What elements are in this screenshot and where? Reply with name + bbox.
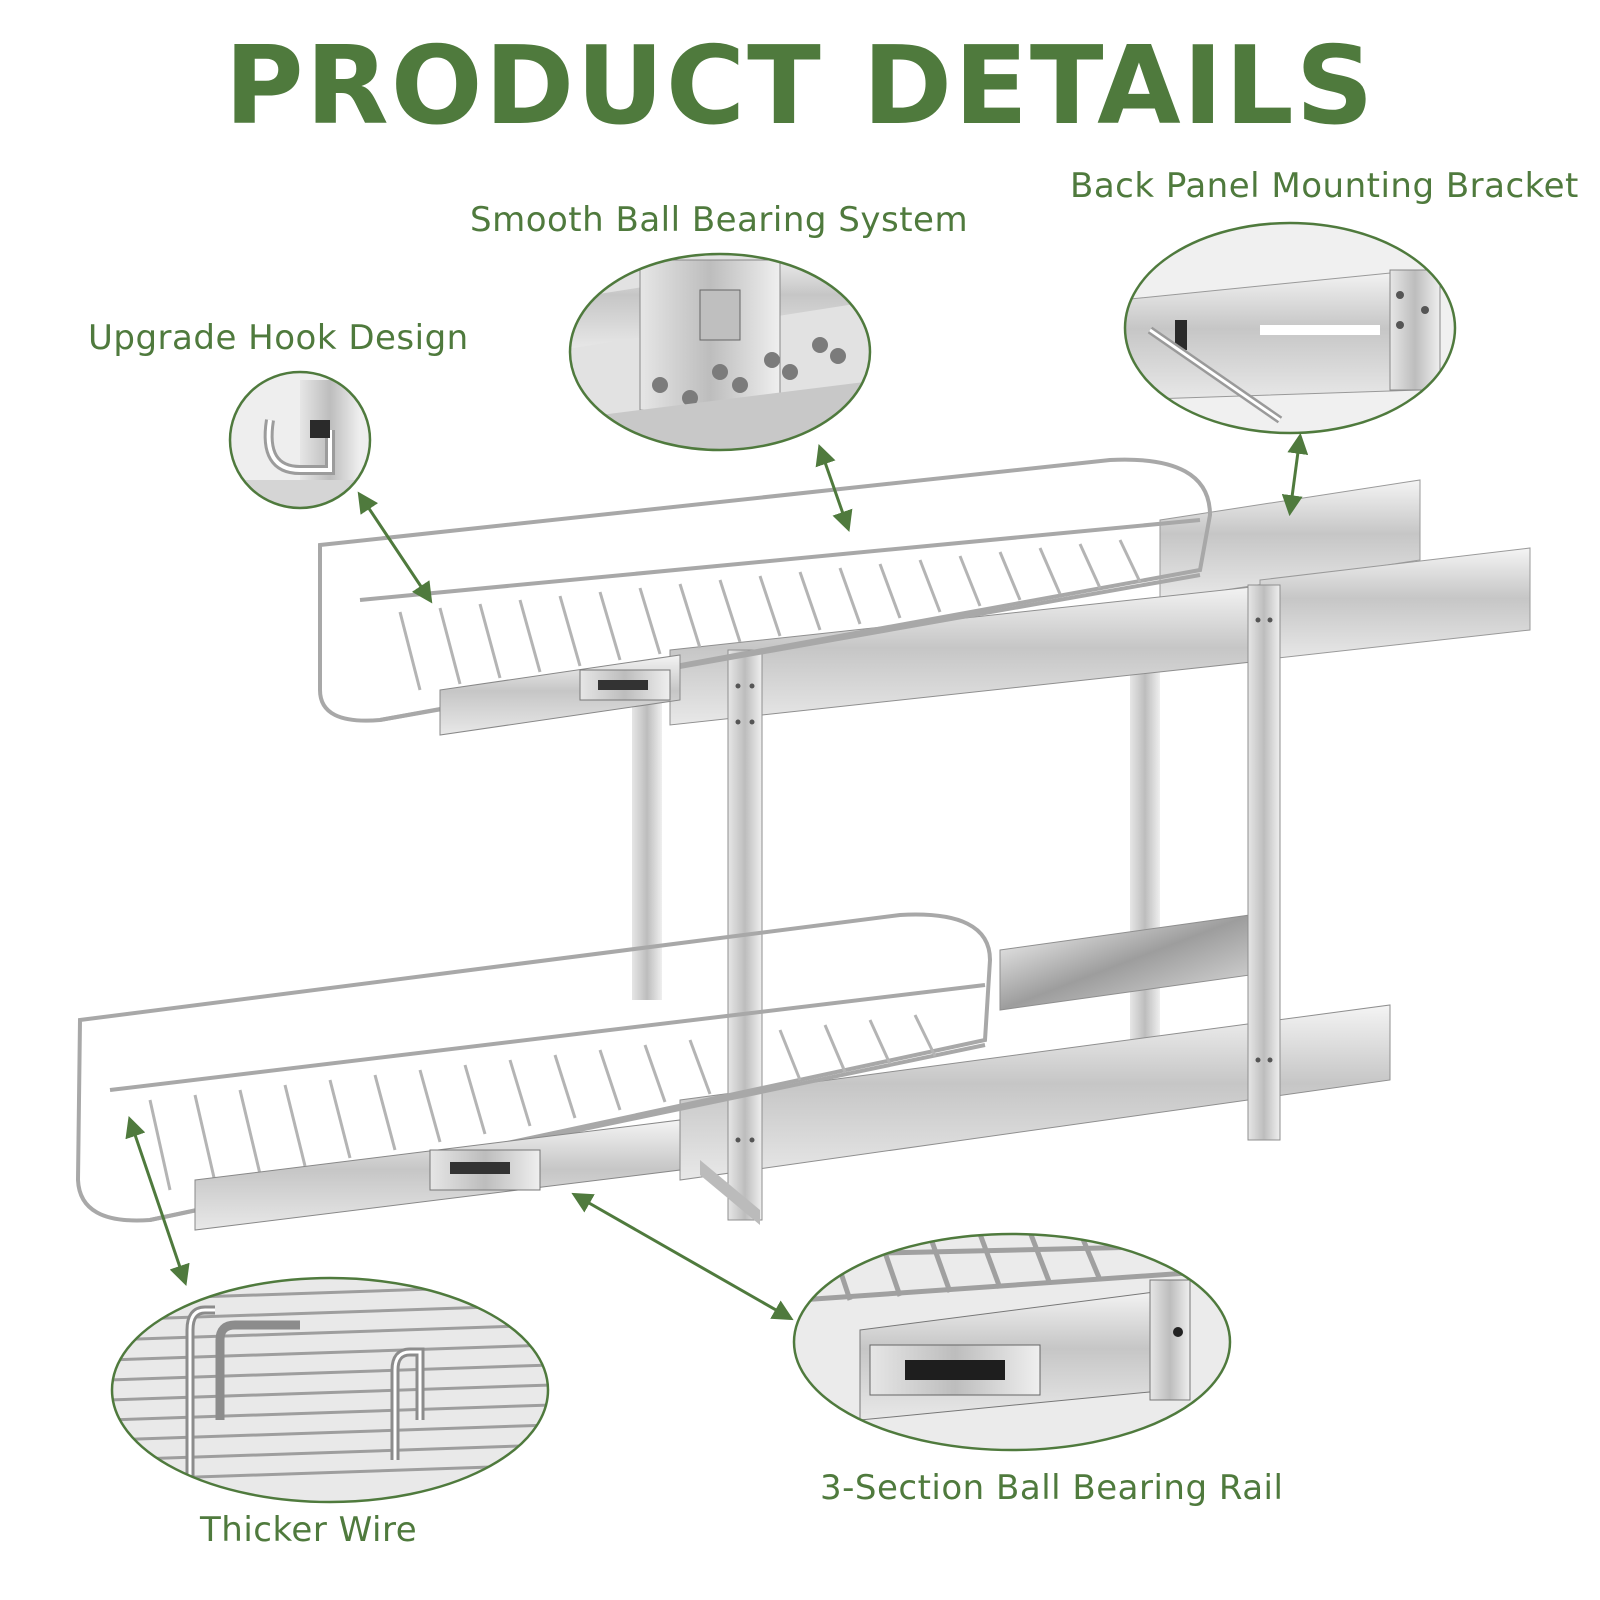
callout-label-back-panel: Back Panel Mounting Bracket: [1070, 166, 1579, 206]
detail-thicker-wire-frame: [110, 1276, 550, 1504]
detail-rail: [794, 1234, 1230, 1450]
detail-bearing-frame: [568, 252, 872, 452]
upper-basket-slats: [398, 539, 1142, 691]
page-title: PRODUCT DETAILS: [224, 24, 1376, 149]
callout-arrows: [125, 432, 1309, 1321]
callout-label-rail: 3-Section Ball Bearing Rail: [820, 1468, 1284, 1508]
detail-back-panel: [1125, 223, 1455, 433]
detail-hook-frame: [228, 370, 372, 510]
lower-slide-rail: [194, 1119, 760, 1231]
lower-basket-slats: [148, 1014, 937, 1191]
detail-bearing-system: [570, 254, 870, 450]
detail-thicker-wire: [112, 1278, 548, 1502]
callout-label-thicker-wire: Thicker Wire: [200, 1510, 418, 1550]
upper-slide-rail: [439, 654, 681, 736]
detail-rail-frame: [792, 1232, 1232, 1452]
callout-label-hook: Upgrade Hook Design: [88, 318, 469, 358]
detail-hook: [230, 372, 370, 508]
callout-label-bearing-system: Smooth Ball Bearing System: [470, 200, 969, 240]
